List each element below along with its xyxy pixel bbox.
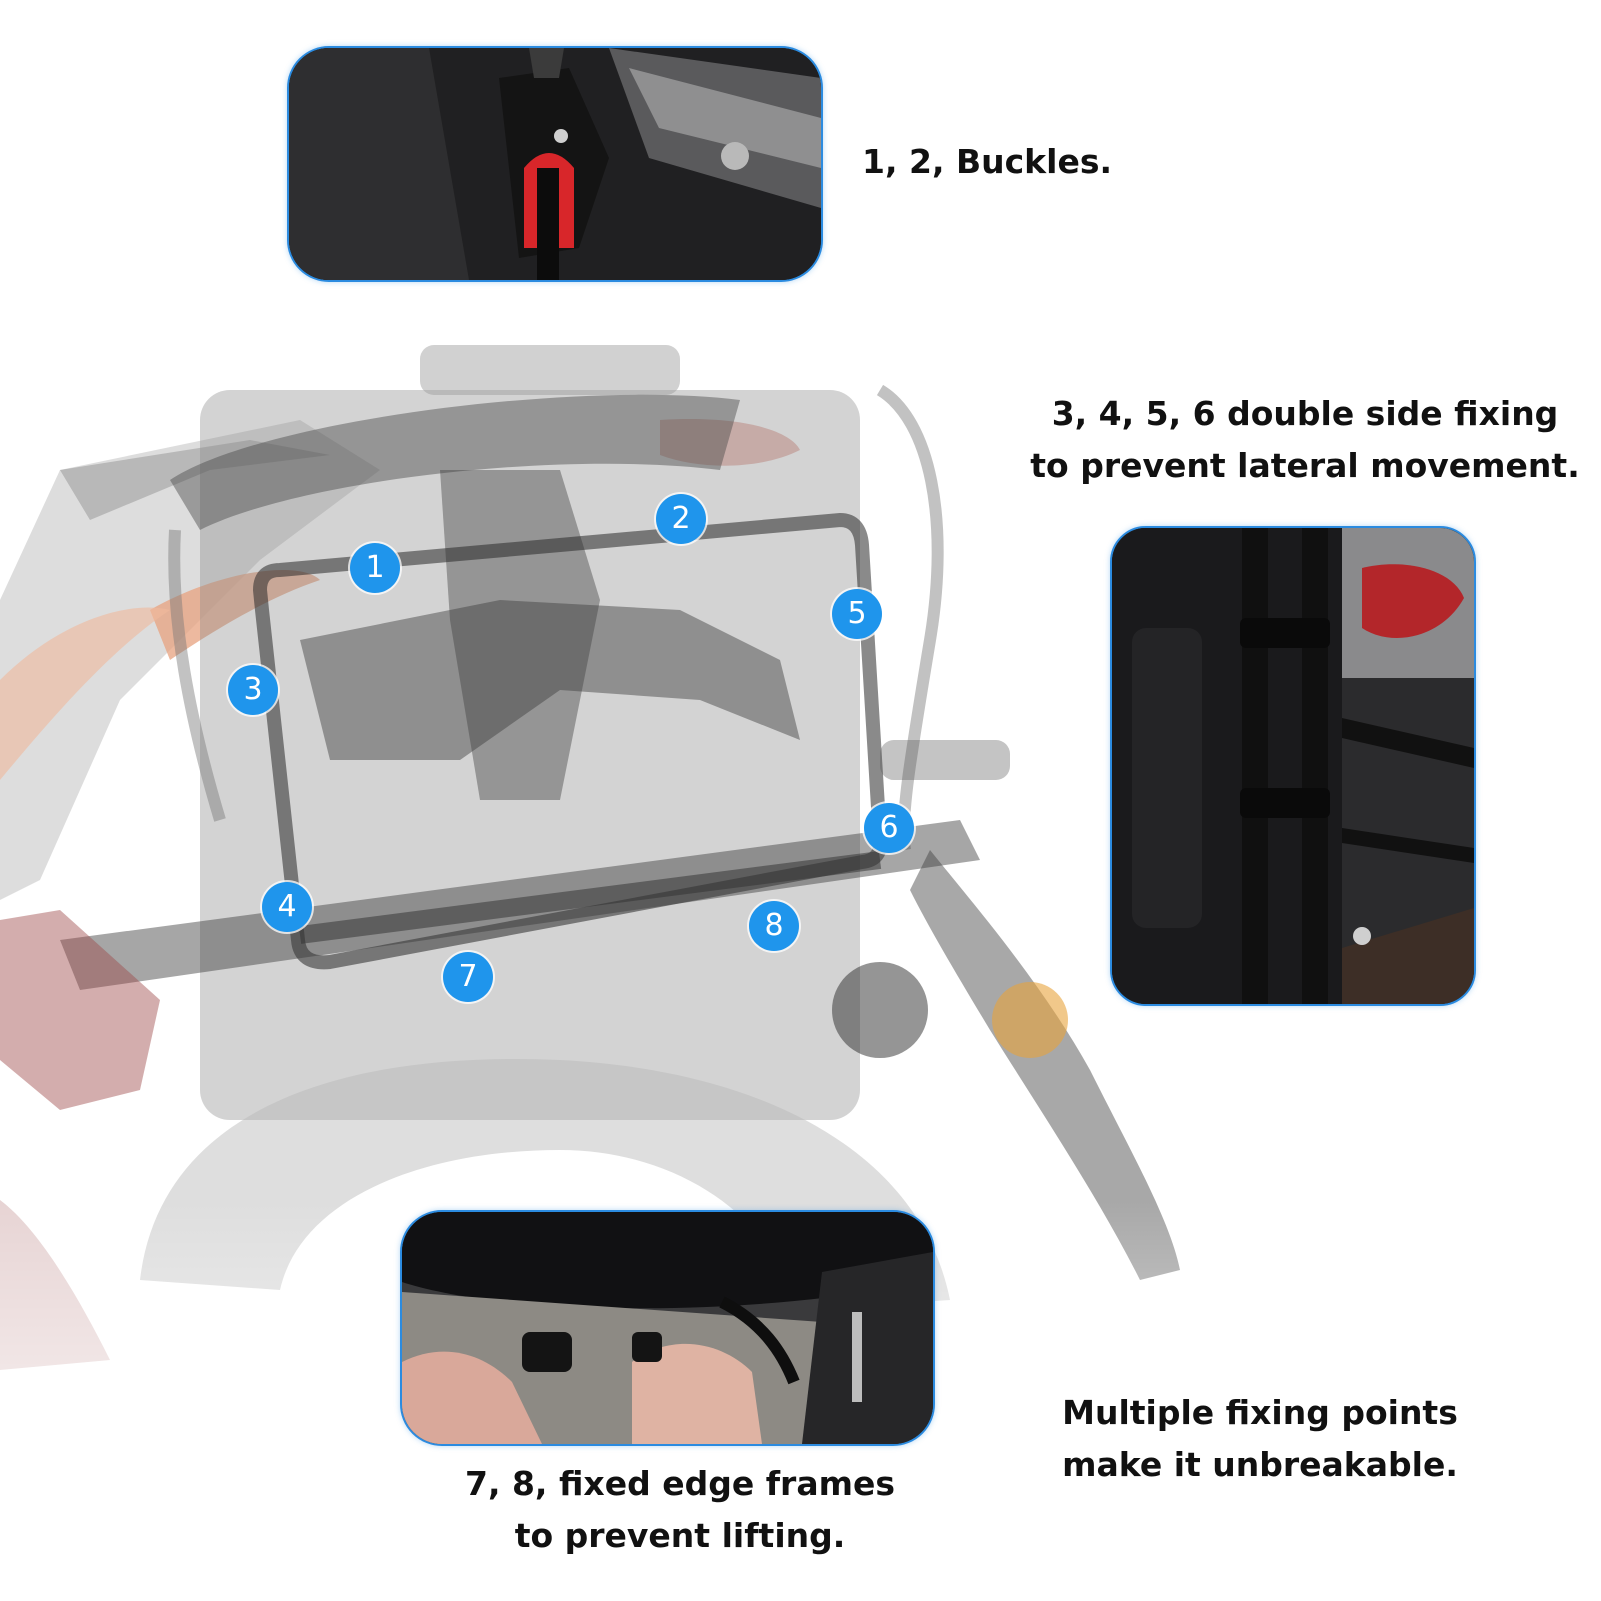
caption-multiple-line-2: make it unbreakable.	[1062, 1445, 1458, 1484]
caption-edge-line-1: 7, 8, fixed edge frames	[464, 1464, 895, 1503]
callout-5: 5	[832, 589, 882, 639]
caption-multiple-fixing-points: Multiple fixing points make it unbreakab…	[1030, 1387, 1490, 1491]
callout-6: 6	[864, 803, 914, 853]
caption-edge-frames: 7, 8, fixed edge frames to prevent lifti…	[440, 1458, 920, 1562]
caption-side-fixing-line-2: to prevent lateral movement.	[1030, 446, 1580, 485]
callout-7: 7	[443, 952, 493, 1002]
caption-buckles-line: 1, 2, Buckles.	[862, 142, 1112, 181]
caption-side-fixing-line-1: 3, 4, 5, 6 double side fixing	[1051, 394, 1559, 433]
caption-buckles: 1, 2, Buckles.	[862, 136, 1112, 188]
edge-frame-closeup-photo	[400, 1210, 935, 1446]
caption-side-fixing: 3, 4, 5, 6 double side fixing to prevent…	[1020, 388, 1590, 492]
callout-8: 8	[749, 901, 799, 951]
callout-3: 3	[228, 665, 278, 715]
callout-1: 1	[350, 543, 400, 593]
callout-4: 4	[262, 882, 312, 932]
caption-edge-line-2: to prevent lifting.	[514, 1516, 846, 1555]
buckle-closeup-photo	[287, 46, 823, 282]
caption-multiple-line-1: Multiple fixing points	[1062, 1393, 1458, 1432]
side-fixing-closeup-photo	[1110, 526, 1476, 1006]
callout-2: 2	[656, 494, 706, 544]
